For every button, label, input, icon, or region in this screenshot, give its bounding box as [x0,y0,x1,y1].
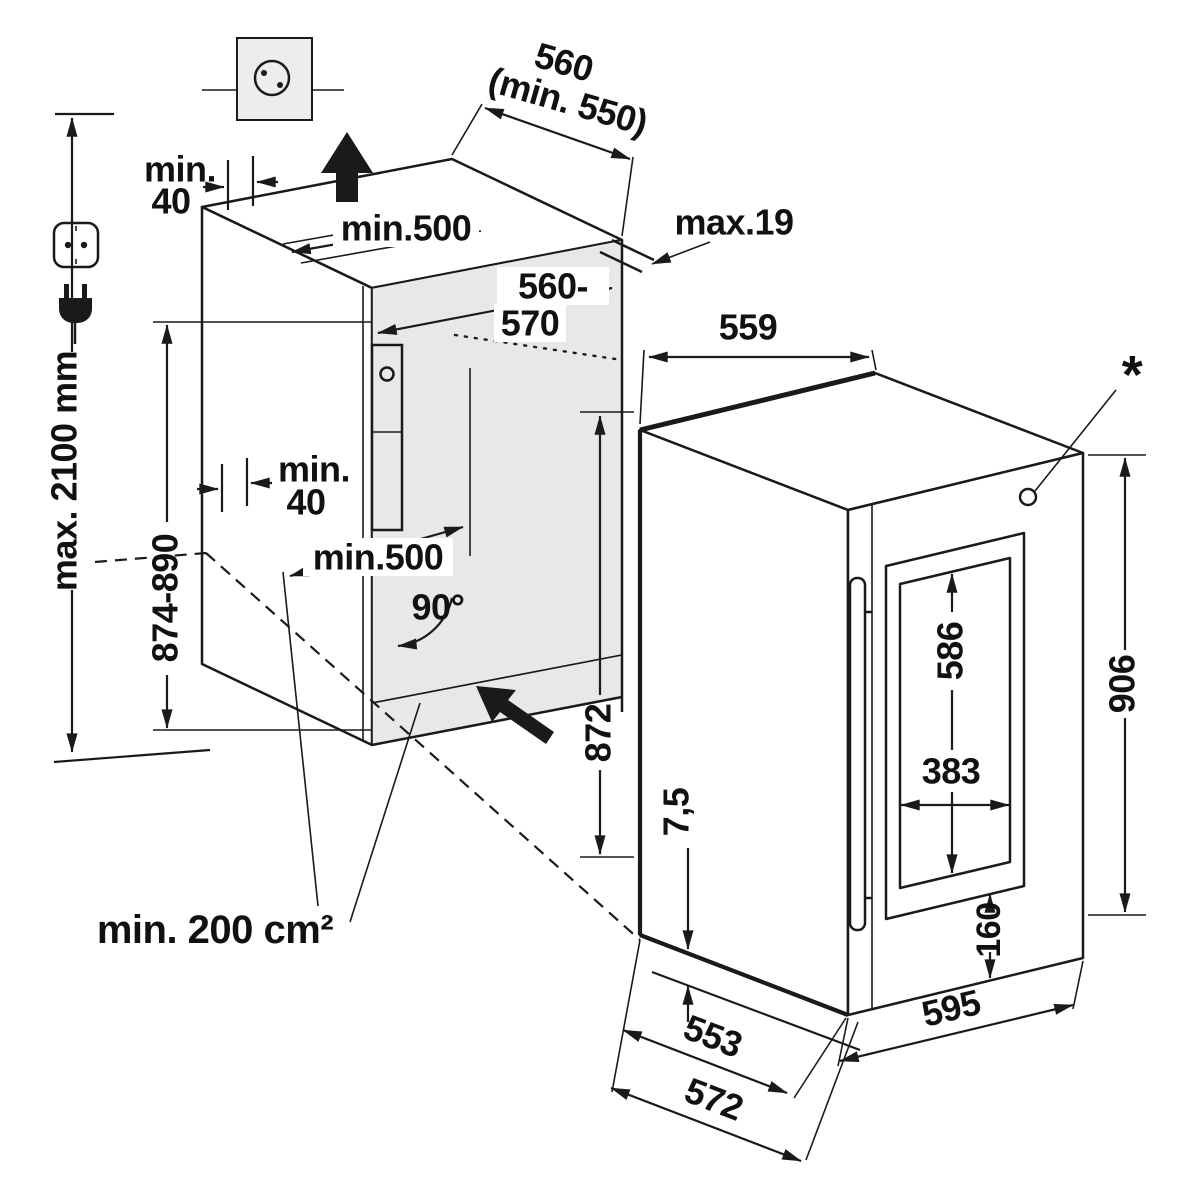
power-icons [52,221,100,344]
label-niche-front-height: 872 [578,704,619,763]
dim-appliance-width [837,960,1084,1067]
dim-niche-height [153,321,372,731]
label-glass-height: 586 [930,622,971,681]
label-wall-gap-top-2: 40 [151,181,190,222]
label-footnote-asterisk: * [1122,345,1143,405]
vent-note-leaders [282,571,421,923]
arrow-up-icon [321,132,373,202]
label-inner-width-2: 570 [501,303,560,344]
label-appliance-height: 906 [1102,655,1143,714]
label-niche-height: 874-890 [145,534,186,663]
label-vent-cross-section: min. 200 cm² [97,908,334,952]
label-top-vent-depth: min.500 [341,208,472,249]
dim-appliance-height [1088,454,1146,916]
dim-wall-gap-mid [197,458,272,512]
label-glass-width: 383 [922,751,981,792]
dim-niche-front-height [580,411,634,858]
label-depth-total: 572 [679,1069,748,1128]
dim-max-height [53,112,211,764]
door-swing-arc [397,597,454,650]
label-depth-body: 553 [678,1006,747,1065]
door-handle [848,576,872,932]
appliance-left-face [638,428,850,1017]
lock-hole [1018,487,1038,507]
label-floor-depth: min.500 [313,537,444,578]
labels: max. 2100 mm 874-890 min. 40 min.500 560… [44,34,1144,1128]
arrow-insert-icon [476,686,554,744]
dim-niche-depth [451,103,634,237]
wall-socket-plate [236,37,313,121]
label-wall-gap-mid-1: min. [278,449,350,490]
dim-wall-gap-top [203,156,278,210]
appliance [637,370,1085,1052]
label-bottom-gap: 7,5 [656,787,697,836]
label-max-height: max. 2100 mm [44,351,85,591]
label-wall-gap-top-1: min. [144,149,216,190]
label-top-width: 559 [719,307,778,348]
dim-depth-body [611,939,847,1099]
label-glass-bottom-offset: 160 [970,902,1008,957]
label-wall-gap-mid-2: 40 [286,482,325,523]
label-front-panel: max.19 [674,202,793,243]
floor-line [651,970,861,1052]
socket-symbol-icon [253,59,291,97]
wall-and-socket [202,37,344,121]
dim-top-width [639,349,877,425]
footnote-leader [1034,389,1117,492]
label-inner-width-1: 560- [518,266,588,307]
socket-icon [52,221,100,269]
door-window-inner [898,556,1012,890]
label-door-angle: 90° [412,587,465,628]
dashed-floor-line [94,551,641,941]
plug-icon [59,284,92,344]
dim-front-panel [651,241,711,265]
